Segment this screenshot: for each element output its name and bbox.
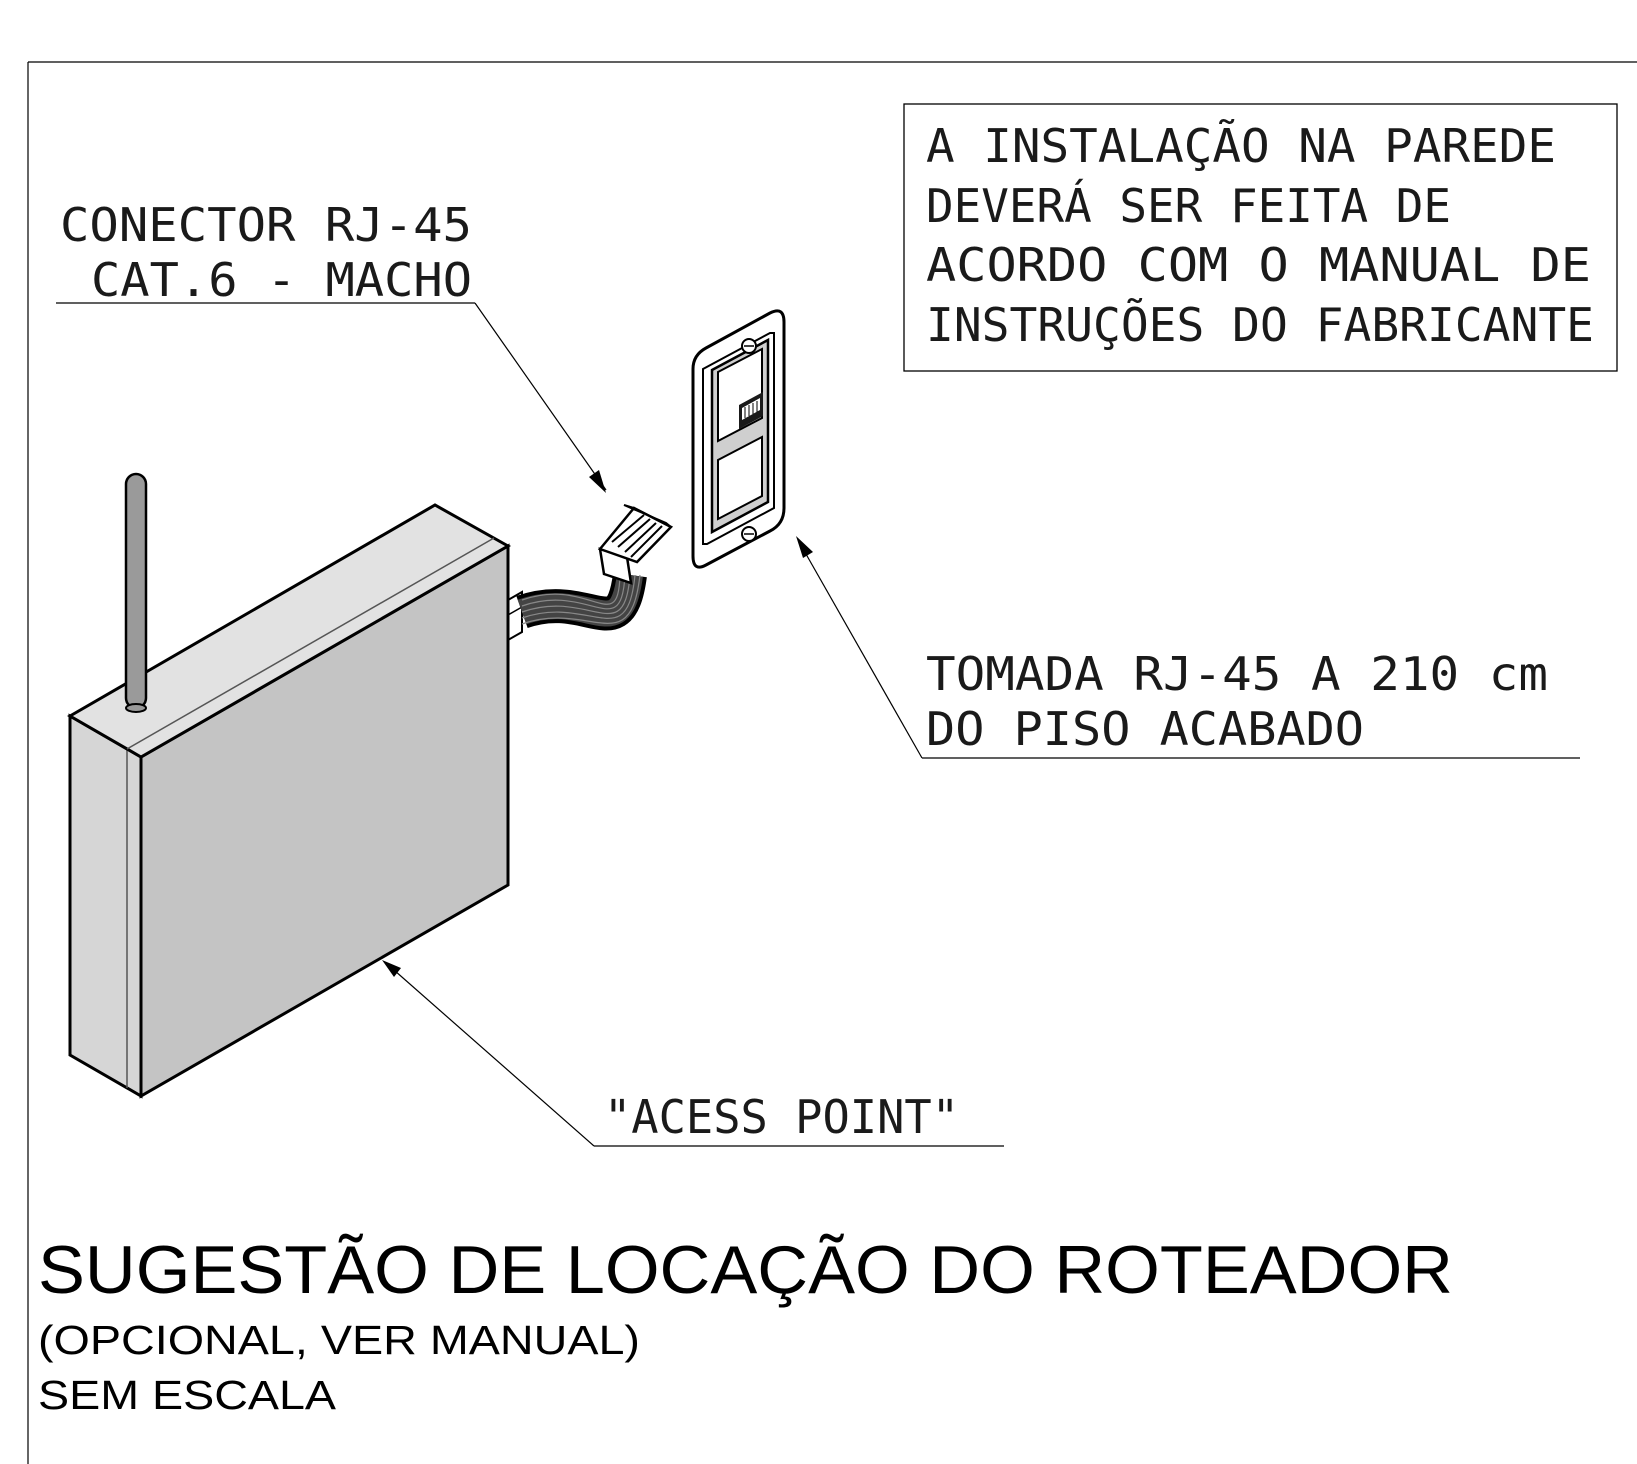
rj45-plug: [597, 504, 674, 585]
connector-label-line-2: CAT.6 - MACHO: [91, 253, 472, 307]
note-line-1: A INSTALAÇÃO NA PAREDE: [926, 119, 1556, 173]
access-point-leader-arrowhead: [382, 960, 401, 977]
router-antenna: [124, 472, 148, 713]
router-top-face: [67, 503, 512, 759]
diagram-subtitle: (OPCIONAL, VER MANUAL): [38, 1317, 640, 1363]
connector-label-line-1: CONECTOR RJ-45: [60, 198, 472, 252]
installation-note-box: A INSTALAÇÃO NA PAREDE DEVERÁ SER FEITA …: [903, 103, 1618, 372]
connector-label: CONECTOR RJ-45 CAT.6 - MACHO: [56, 198, 607, 493]
diagram-title: SUGESTÃO DE LOCAÇÃO DO ROTEADOR: [38, 1232, 1453, 1308]
access-point-label-text: "ACESS POINT": [604, 1090, 959, 1144]
outlet-label-line-1: TOMADA RJ-45 A 210 cm: [926, 647, 1548, 701]
outlet-label-line-2: DO PISO ACABADO: [926, 702, 1364, 756]
outlet-label: TOMADA RJ-45 A 210 cm DO PISO ACABADO: [796, 536, 1580, 759]
connector-leader-line: [474, 302, 607, 491]
router-illustration: [67, 472, 523, 1099]
title-block: SUGESTÃO DE LOCAÇÃO DO ROTEADOR (OPCIONA…: [38, 1232, 1453, 1418]
connector-leader-arrowhead: [589, 470, 606, 493]
access-point-leader-line: [385, 962, 595, 1147]
note-line-3: ACORDO COM O MANUAL DE: [926, 238, 1591, 292]
outlet-leader-line: [797, 539, 923, 759]
diagram-scale: SEM ESCALA: [38, 1372, 337, 1418]
wall-outlet: [691, 309, 786, 569]
access-point-label: "ACESS POINT": [382, 960, 1004, 1147]
note-box-frame: [903, 103, 1618, 372]
network-cable: [516, 572, 647, 631]
note-line-2: DEVERÁ SER FEITA DE: [926, 179, 1451, 233]
outlet-leader-arrowhead: [796, 536, 813, 558]
note-line-4: INSTRUÇÕES DO FABRICANTE: [926, 298, 1594, 352]
sheet-border: [27, 61, 1637, 1464]
rj45-jack: [739, 392, 763, 429]
router-front-face: [68, 713, 143, 1099]
